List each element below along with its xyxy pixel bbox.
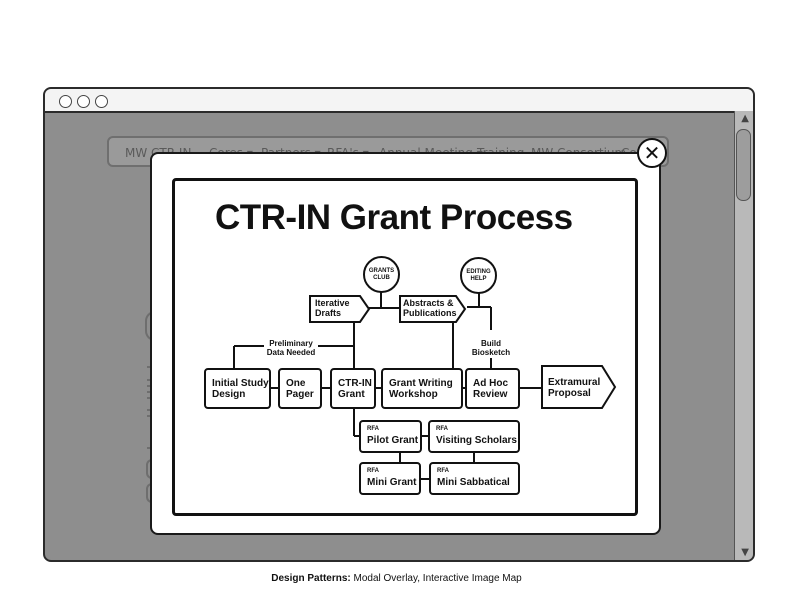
iterative-drafts-shape — [309, 295, 371, 323]
window-maximize-dot[interactable] — [95, 95, 108, 108]
iterative-drafts-button[interactable]: Iterative Drafts — [315, 298, 350, 318]
background-text-line — [147, 447, 152, 449]
grants-club-circle[interactable]: GRANTS CLUB — [363, 256, 400, 293]
rfa-pilot-grant-box[interactable]: RFA Pilot Grant — [359, 420, 422, 453]
modal-title: CTR-IN Grant Process — [215, 198, 573, 237]
ad-hoc-review-label: Ad Hoc Review — [473, 377, 508, 400]
editing-help-label: EDITING HELP — [466, 268, 491, 282]
preliminary-data-note: Preliminary Data Needed — [266, 339, 316, 357]
pilot-grant-label: Pilot Grant — [367, 435, 419, 446]
editing-help-circle[interactable]: EDITING HELP — [460, 257, 497, 294]
rfa-tag: RFA — [367, 468, 379, 474]
close-icon[interactable]: ✕ — [643, 141, 661, 165]
background-text-line — [147, 379, 152, 381]
initial-study-design-label: Initial Study Design — [212, 377, 269, 400]
background-text-line — [147, 409, 152, 411]
abstracts-shape — [399, 295, 467, 323]
scroll-down-icon[interactable]: ▼ — [741, 547, 749, 558]
rfa-mini-sabbatical-box[interactable]: RFA Mini Sabbatical — [429, 462, 520, 495]
background-text-line — [147, 415, 152, 417]
rfa-visiting-scholars-box[interactable]: RFA Visiting Scholars — [428, 420, 520, 453]
scrollbar[interactable]: ▲ ▼ — [734, 111, 753, 560]
grant-writing-workshop-label: Grant Writing Workshop — [389, 377, 453, 400]
modal-close-button[interactable]: ✕ — [637, 138, 667, 168]
build-biosketch-note: Build Biosketch — [471, 339, 511, 357]
window-minimize-dot[interactable] — [77, 95, 90, 108]
background-text-line — [147, 385, 152, 387]
rfa-tag: RFA — [367, 426, 379, 432]
one-pager-box[interactable]: One Pager — [278, 368, 322, 409]
window-close-dot[interactable] — [59, 95, 72, 108]
title-bar — [45, 89, 753, 113]
one-pager-label: One Pager — [286, 377, 314, 400]
rfa-tag: RFA — [436, 426, 448, 432]
design-patterns-caption: Design Patterns: Modal Overlay, Interact… — [0, 573, 793, 584]
mini-sabbatical-label: Mini Sabbatical — [437, 477, 510, 488]
ctr-in-grant-label: CTR-IN Grant — [338, 377, 372, 400]
initial-study-design-box[interactable]: Initial Study Design — [204, 368, 271, 409]
rfa-tag: RFA — [437, 468, 449, 474]
grants-club-label: GRANTS CLUB — [368, 267, 395, 281]
ctr-in-grant-box[interactable]: CTR-IN Grant — [330, 368, 376, 409]
rfa-mini-grant-box[interactable]: RFA Mini Grant — [359, 462, 421, 495]
ad-hoc-review-box[interactable]: Ad Hoc Review — [465, 368, 520, 409]
extramural-proposal-button[interactable]: Extramural Proposal — [548, 377, 601, 399]
mini-grant-label: Mini Grant — [367, 477, 417, 488]
visiting-scholars-label: Visiting Scholars — [436, 435, 517, 446]
scroll-up-icon[interactable]: ▲ — [741, 113, 749, 124]
scrollbar-thumb[interactable] — [736, 129, 751, 201]
grant-writing-workshop-box[interactable]: Grant Writing Workshop — [381, 368, 463, 409]
background-text-line — [147, 397, 152, 399]
background-text-line — [147, 391, 152, 393]
caption-text: Modal Overlay, Interactive Image Map — [350, 573, 522, 584]
extramural-proposal-shape — [541, 365, 617, 409]
caption-bold: Design Patterns: — [271, 573, 351, 584]
abstracts-publications-button[interactable]: Abstracts & Publications — [403, 298, 457, 318]
